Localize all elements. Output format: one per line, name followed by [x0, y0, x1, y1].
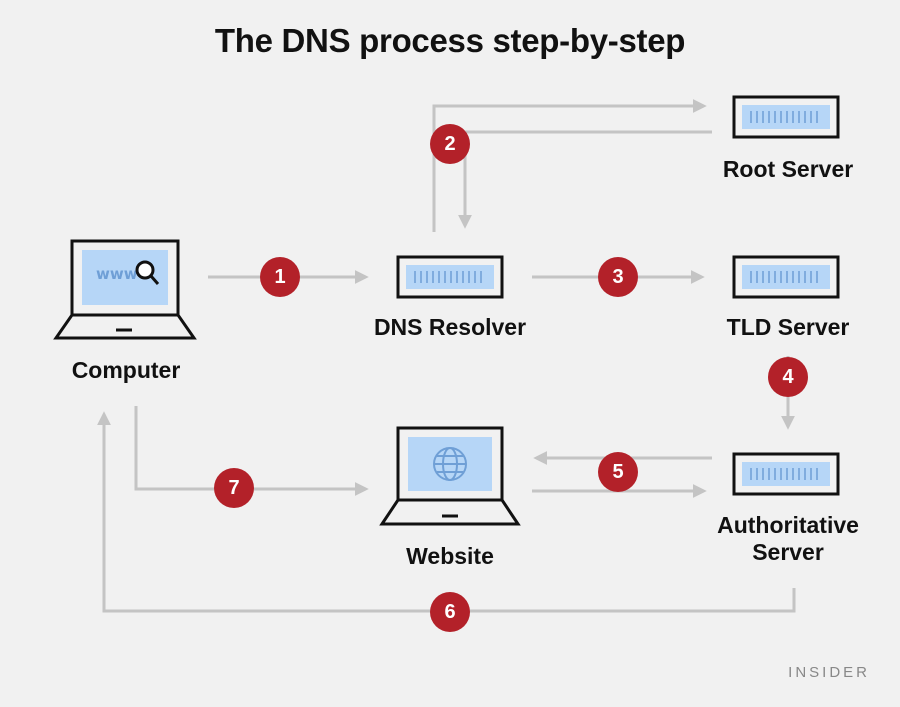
- root-server-icon: [732, 95, 840, 139]
- tld-server-label: TLD Server: [726, 314, 850, 340]
- arrow-step-2-request: [432, 99, 707, 232]
- step-badge-1: 1: [260, 257, 300, 297]
- diagram-title: The DNS process step-by-step: [214, 22, 686, 59]
- authoritative-server-label: Authoritative Server: [717, 512, 859, 565]
- tld-server-icon: [732, 255, 840, 299]
- step-badge-7: 7: [214, 468, 254, 508]
- step-badge-3: 3: [598, 257, 638, 297]
- step-badge-6: 6: [430, 592, 470, 632]
- arrow-step-2-response: [458, 130, 712, 229]
- step-badge-2: 2: [430, 124, 470, 164]
- root-server-label: Root Server: [722, 156, 854, 182]
- authoritative-server-icon: [732, 452, 840, 496]
- dns-resolver-server-icon: [396, 255, 504, 299]
- screen-www-text: www: [96, 265, 138, 283]
- arrow-step-7: [134, 406, 369, 496]
- globe-icon: [433, 447, 467, 481]
- website-laptop-icon: [379, 426, 521, 526]
- step-badge-5: 5: [598, 452, 638, 492]
- insider-logo: INSIDER: [788, 664, 870, 681]
- computer-label: Computer: [71, 357, 181, 383]
- computer-laptop-icon: www: [53, 239, 197, 340]
- dns-resolver-label: DNS Resolver: [373, 314, 527, 340]
- website-label: Website: [406, 543, 494, 569]
- step-badge-4: 4: [768, 357, 808, 397]
